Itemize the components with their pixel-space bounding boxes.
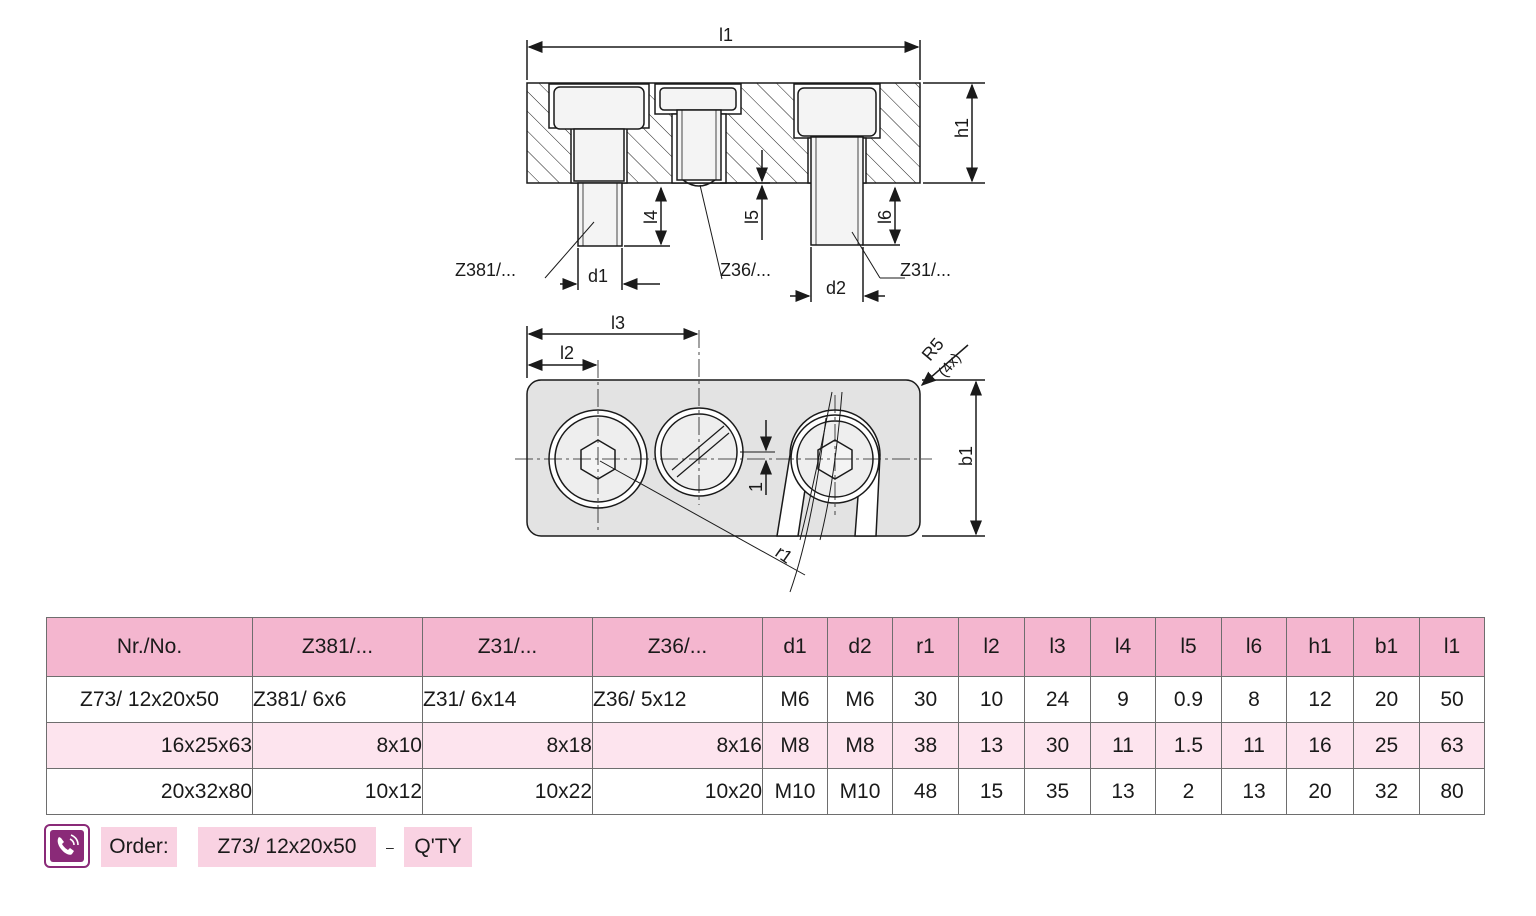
order-example-box: Z73/ 12x20x50 xyxy=(198,826,376,868)
table-cell: Z36/ 5x12 xyxy=(592,676,763,723)
table-cell: 10x22 xyxy=(422,768,593,815)
table-cell: M6 xyxy=(762,676,828,723)
table-cell: 35 xyxy=(1024,768,1091,815)
label-l6: l6 xyxy=(875,210,895,224)
col-header: l3 xyxy=(1024,617,1091,677)
label-h1: h1 xyxy=(952,118,972,138)
table-cell: 10x20 xyxy=(592,768,763,815)
label-one: 1 xyxy=(746,482,766,492)
label-r1: r1 xyxy=(772,542,797,568)
table-cell: 13 xyxy=(958,722,1025,769)
col-header: l6 xyxy=(1221,617,1287,677)
section-view xyxy=(526,40,985,302)
label-d1: d1 xyxy=(588,266,608,286)
label-b1: b1 xyxy=(956,446,976,466)
table-cell: Z381/ 6x6 xyxy=(252,676,423,723)
table-cell: 0.9 xyxy=(1155,676,1222,723)
col-header: d1 xyxy=(762,617,828,677)
table-cell: 8x18 xyxy=(422,722,593,769)
label-z31: Z31/... xyxy=(900,260,951,280)
table-cell: M8 xyxy=(762,722,828,769)
col-header: Nr./No. xyxy=(46,617,253,677)
label-z381: Z381/... xyxy=(455,260,516,280)
table-cell: 12 xyxy=(1286,676,1354,723)
table-cell: 48 xyxy=(892,768,959,815)
table-cell: 24 xyxy=(1024,676,1091,723)
table-cell: 16x25x63 xyxy=(46,722,253,769)
table-cell: 13 xyxy=(1090,768,1156,815)
order-example: Z73/ 12x20x50 xyxy=(198,827,376,867)
col-header: r1 xyxy=(892,617,959,677)
table-row: 20x32x80 10x12 10x22 10x20 M10 M10 48 15… xyxy=(46,768,1485,815)
order-qty-box: Q'TY xyxy=(404,826,472,868)
col-header: l1 xyxy=(1419,617,1485,677)
order-label-box: Order: xyxy=(101,826,177,868)
table-cell: 9 xyxy=(1090,676,1156,723)
table-cell: 11 xyxy=(1090,722,1156,769)
col-header: l2 xyxy=(958,617,1025,677)
table-cell: 10 xyxy=(958,676,1025,723)
col-header: l5 xyxy=(1155,617,1222,677)
table-cell: 30 xyxy=(892,676,959,723)
table-row: Z73/ 12x20x50 Z381/ 6x6 Z31/ 6x14 Z36/ 5… xyxy=(46,676,1485,723)
col-header: Z381/... xyxy=(252,617,423,677)
label-z36: Z36/... xyxy=(720,260,771,280)
label-d2: d2 xyxy=(826,278,846,298)
col-header: d2 xyxy=(827,617,893,677)
table-cell: 32 xyxy=(1353,768,1420,815)
table-cell: 20 xyxy=(1353,676,1420,723)
top-view xyxy=(515,326,985,593)
table-cell: 8 xyxy=(1221,676,1287,723)
section-labels: l1 h1 l4 l5 l6 Z381/... Z36/... Z31/... … xyxy=(455,25,972,298)
table-cell: 2 xyxy=(1155,768,1222,815)
col-header: h1 xyxy=(1286,617,1354,677)
table-cell: 8x16 xyxy=(592,722,763,769)
col-header: Z36/... xyxy=(592,617,763,677)
table-cell: M10 xyxy=(827,768,893,815)
table-cell: 38 xyxy=(892,722,959,769)
table-cell: 63 xyxy=(1419,722,1485,769)
table-cell: M6 xyxy=(827,676,893,723)
table-cell: 15 xyxy=(958,768,1025,815)
col-header: Z31/... xyxy=(422,617,593,677)
table-cell: 10x12 xyxy=(252,768,423,815)
spec-table: Nr./No. Z381/... Z31/... Z36/... d1 d2 r… xyxy=(46,617,1485,815)
table-cell: 30 xyxy=(1024,722,1091,769)
table-cell: 80 xyxy=(1419,768,1485,815)
table-cell: 13 xyxy=(1221,768,1287,815)
table-cell: Z31/ 6x14 xyxy=(422,676,593,723)
table-cell: 1.5 xyxy=(1155,722,1222,769)
table-cell: 20 xyxy=(1286,768,1354,815)
table-cell: M10 xyxy=(762,768,828,815)
table-header-row: Nr./No. Z381/... Z31/... Z36/... d1 d2 r… xyxy=(46,617,1485,677)
label-l2: l2 xyxy=(560,343,574,363)
phone-order-icon xyxy=(44,824,90,868)
label-l4: l4 xyxy=(641,210,661,224)
col-header: b1 xyxy=(1353,617,1420,677)
table-cell: 8x10 xyxy=(252,722,423,769)
table-cell: 20x32x80 xyxy=(46,768,253,815)
label-l3: l3 xyxy=(611,313,625,333)
table-cell: Z73/ 12x20x50 xyxy=(46,676,253,723)
label-l1: l1 xyxy=(719,25,733,45)
col-header: l4 xyxy=(1090,617,1156,677)
technical-drawing: l1 h1 l4 l5 l6 Z381/... Z36/... Z31/... … xyxy=(455,25,985,593)
order-qty: Q'TY xyxy=(404,827,472,867)
table-cell: 16 xyxy=(1286,722,1354,769)
label-l5: l5 xyxy=(742,210,762,224)
table-row: 16x25x63 8x10 8x18 8x16 M8 M8 38 13 30 1… xyxy=(46,722,1485,769)
table-cell: 25 xyxy=(1353,722,1420,769)
table-cell: 50 xyxy=(1419,676,1485,723)
table-cell: 11 xyxy=(1221,722,1287,769)
table-cell: M8 xyxy=(827,722,893,769)
order-label: Order: xyxy=(101,827,177,867)
order-separator: – xyxy=(386,839,394,855)
